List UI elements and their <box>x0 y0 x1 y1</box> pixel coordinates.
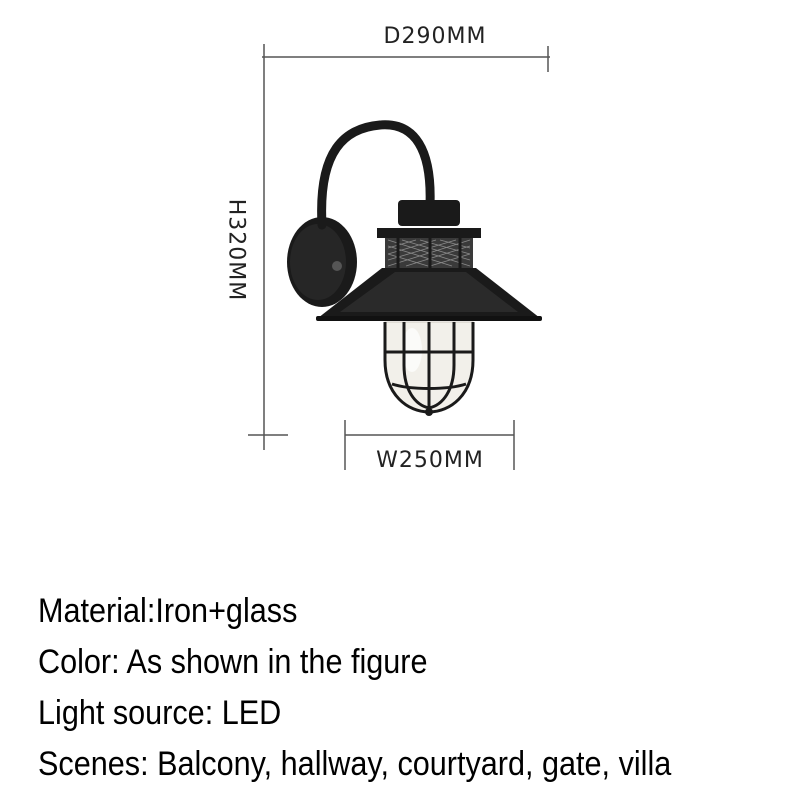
depth-dimension-label: D290MM <box>383 24 487 49</box>
cage-bottom-knob <box>425 408 433 416</box>
spec-color: Color: As shown in the figure <box>38 643 428 681</box>
spec-material: Material:Iron+glass <box>38 592 298 630</box>
cage-ring-top <box>377 228 481 238</box>
wall-plate-inner <box>290 224 346 300</box>
lamp-illustration <box>248 44 550 470</box>
wall-plate-screw <box>332 261 342 271</box>
spec-light-source: Light source: LED <box>38 694 282 732</box>
product-figure: D290MM H320MM W250MM <box>223 24 550 473</box>
wall-lamp <box>287 120 542 416</box>
lamp-shade-highlight <box>340 272 518 312</box>
glass-reflection <box>402 328 422 372</box>
spec-scenes: Scenes: Balcony, hallway, courtyard, gat… <box>38 745 672 783</box>
top-cap <box>398 200 460 226</box>
gooseneck-arm <box>317 120 435 230</box>
shade-rim <box>316 316 542 321</box>
spec-list: Material:Iron+glass Color: As shown in t… <box>38 586 798 790</box>
height-dimension-label: H320MM <box>223 198 249 302</box>
dimension-lines <box>248 44 550 470</box>
width-dimension-label: W250MM <box>376 448 484 473</box>
